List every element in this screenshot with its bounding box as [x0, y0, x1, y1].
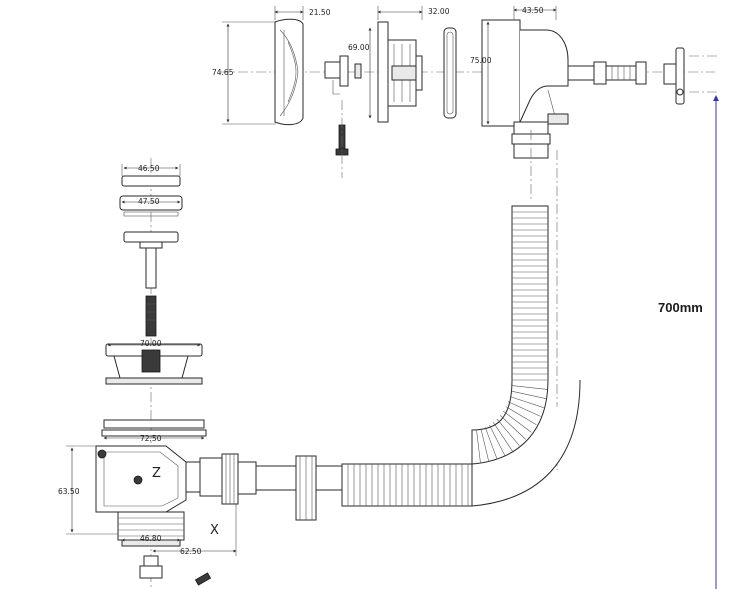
dim-74-65: 74.65: [212, 68, 234, 77]
overflow-connector: [324, 55, 362, 95]
waste-body: [95, 445, 187, 547]
dim-69-00: 69.00: [348, 43, 370, 52]
dim-21-50: 21.50: [309, 8, 331, 17]
overflow-screw: [335, 100, 349, 178]
dim-47-50: 47.50: [138, 197, 160, 206]
corrugated-hose-bend: [471, 205, 581, 507]
corrugated-hose-horizontal: [341, 463, 473, 507]
overall-length-label: 700mm: [658, 300, 703, 315]
marker-z: Z: [152, 466, 161, 481]
actuator-end-plate: [663, 47, 720, 105]
dim-46-50: 46.50: [138, 164, 160, 173]
dim-63-50: 63.50: [58, 487, 80, 496]
overflow-flange: [377, 21, 423, 123]
overflow-gasket: [443, 27, 457, 119]
dim-72-50: 72.50: [140, 434, 162, 443]
dim-32-00: 32.00: [428, 7, 450, 16]
marker-x: X: [210, 523, 219, 538]
overflow-elbow-housing: [481, 19, 569, 159]
drain-cleaning-plug: [139, 555, 212, 586]
dim-62-50: 62.50: [180, 547, 202, 556]
plug-body: [123, 231, 179, 289]
dim-70-00: 70.00: [140, 339, 162, 348]
control-cable: [567, 61, 647, 85]
plug-cap: [121, 175, 181, 187]
overflow-cover-cap: [274, 18, 304, 126]
waste-outlet-coupling: [185, 453, 343, 521]
flange-washer: [101, 419, 207, 437]
plug-stem-screw: [145, 295, 157, 337]
dim-43-50: 43.50: [522, 6, 544, 15]
strainer: [105, 343, 203, 385]
dim-75-00: 75.00: [470, 56, 492, 65]
dim-46-80: 46.80: [140, 534, 162, 543]
